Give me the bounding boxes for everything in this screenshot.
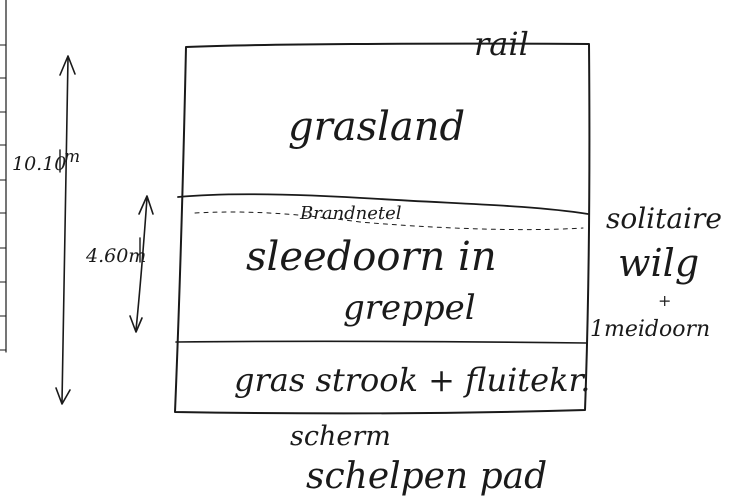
grasstrook-label: gras strook + fluitekr. [234,361,590,399]
ditch-width-label: 4.60m [85,245,146,267]
sleedoorn-label: sleedoorn in [246,234,497,280]
ditch-width-arrow [129,195,154,333]
plot-outline [174,42,591,415]
total-width-arrow [55,55,76,405]
total-width-value: 10.10 [12,153,66,175]
brandnetel-label: Brandnetel [299,203,402,224]
ruler-edge [0,0,7,353]
meidoorn-label: 1meidoorn [590,317,710,342]
rail-label: rail [474,25,529,63]
greppel-label: greppel [343,288,476,328]
scherm-label: scherm [290,421,391,452]
total-width-unit: m [64,147,80,167]
plus-label: + [658,291,671,310]
boundary-line-lower [175,340,587,344]
grasland-label: grasland [288,104,465,150]
boundary-line-upper [177,193,589,231]
schelpenpad-label: schelpen pad [306,456,547,497]
measurement-ticks [59,149,141,263]
solitaire-label: solitaire [606,202,722,235]
wilg-label: wilg [618,241,699,285]
